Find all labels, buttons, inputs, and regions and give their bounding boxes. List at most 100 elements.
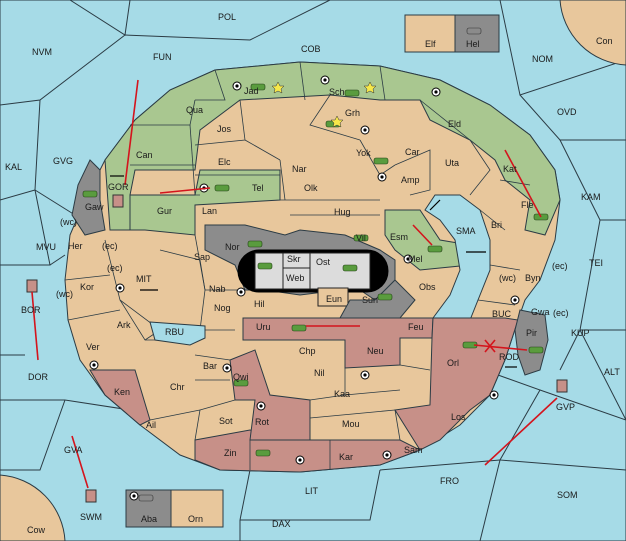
order-arrows bbox=[31, 79, 558, 489]
label-jad: Jad bbox=[244, 86, 259, 96]
army-unit-icon[interactable] bbox=[233, 379, 249, 387]
army-unit-icon[interactable] bbox=[247, 240, 263, 248]
label-uru: Uru bbox=[256, 322, 271, 332]
arrow-icon bbox=[124, 79, 139, 186]
label-can: Can bbox=[136, 150, 153, 160]
supply-center-icon bbox=[89, 360, 99, 370]
supply-center-icon bbox=[510, 295, 520, 305]
label-kam: KAM bbox=[581, 192, 601, 202]
label-chp: Chp bbox=[299, 346, 316, 356]
passage-arrows bbox=[110, 175, 517, 368]
region-orn[interactable] bbox=[170, 489, 224, 528]
label-elf: Elf bbox=[425, 39, 436, 49]
label-car: Car bbox=[405, 147, 420, 157]
label-rod: ROD bbox=[499, 352, 520, 362]
army-unit-icon[interactable] bbox=[344, 89, 360, 97]
label-eld: Eld bbox=[448, 119, 461, 129]
label-nor: Nor bbox=[225, 242, 240, 252]
label-gvp: GVP bbox=[556, 402, 575, 412]
label-ail: Ail bbox=[146, 420, 156, 430]
label-fle: Fle bbox=[521, 200, 534, 210]
label-gvg: GVG bbox=[53, 156, 73, 166]
army-unit-icon[interactable] bbox=[377, 293, 393, 301]
coast-label: (wc) bbox=[56, 289, 73, 299]
label-nab: Nab bbox=[209, 284, 226, 294]
red-territory-qwi-rot bbox=[229, 349, 311, 441]
label-amp: Amp bbox=[401, 175, 420, 185]
label-ken: Ken bbox=[114, 387, 130, 397]
army-unit-icon[interactable] bbox=[214, 184, 230, 192]
army-unit-icon[interactable] bbox=[528, 346, 544, 354]
label-buc: BUC bbox=[492, 309, 512, 319]
army-unit-icon[interactable] bbox=[250, 83, 266, 91]
label-cow: Cow bbox=[27, 525, 46, 535]
coast-label: (ec) bbox=[552, 261, 568, 271]
army-unit-icon[interactable] bbox=[353, 234, 369, 242]
label-obs: Obs bbox=[419, 282, 436, 292]
label-mou: Mou bbox=[342, 419, 360, 429]
label-lan: Lan bbox=[202, 206, 217, 216]
region-elf[interactable] bbox=[404, 14, 456, 53]
label-gur: Gur bbox=[157, 206, 172, 216]
army-unit-icon[interactable] bbox=[82, 190, 98, 198]
unit-box-gor[interactable] bbox=[112, 194, 124, 208]
arrow-icon bbox=[159, 187, 211, 194]
label-rbu: RBU bbox=[165, 327, 184, 337]
units bbox=[26, 27, 568, 503]
red-territory-southeast bbox=[394, 317, 519, 451]
unit-box-swm[interactable] bbox=[85, 489, 97, 503]
label-nvm: NVM bbox=[32, 47, 52, 57]
coast-label: (ec) bbox=[553, 308, 569, 318]
label-olk: Olk bbox=[304, 183, 318, 193]
army-unit-icon[interactable] bbox=[257, 262, 273, 270]
region-con[interactable] bbox=[559, 0, 626, 66]
label-kal: KAL bbox=[5, 162, 22, 172]
label-kar: Kar bbox=[339, 452, 353, 462]
label-vil: Vil bbox=[356, 233, 366, 243]
label-nar: Nar bbox=[292, 164, 307, 174]
label-mvu: MVU bbox=[36, 242, 56, 252]
label-kup: KUP bbox=[571, 328, 590, 338]
unit-box-gvp[interactable] bbox=[556, 379, 568, 393]
label-sma: SMA bbox=[456, 226, 476, 236]
region-hel[interactable] bbox=[454, 14, 500, 53]
region-cow[interactable] bbox=[0, 474, 66, 541]
label-hug: Hug bbox=[334, 207, 351, 217]
army-unit-icon[interactable] bbox=[373, 157, 389, 165]
coast-label: (wc) bbox=[499, 273, 516, 283]
unit-box-bor[interactable] bbox=[26, 279, 38, 293]
label-swm: SWM bbox=[80, 512, 102, 522]
arrow-icon bbox=[31, 291, 39, 361]
sea-inner-channel bbox=[424, 194, 491, 321]
label-nil: Nil bbox=[314, 368, 325, 378]
label-chr: Chr bbox=[170, 382, 185, 392]
label-zin: Zin bbox=[224, 448, 237, 458]
label-yok: Yok bbox=[356, 148, 371, 158]
build-stars bbox=[271, 81, 377, 128]
coast-labels: (wc) (ec) (ec) (wc) (wc) (ec) (ec) bbox=[56, 217, 569, 318]
fleet-unit-icon[interactable] bbox=[138, 494, 154, 502]
label-sam: Sam bbox=[404, 445, 423, 455]
supply-center-icon bbox=[236, 287, 246, 297]
label-los: Los bbox=[451, 412, 466, 422]
label-bri: Bri bbox=[491, 220, 502, 230]
army-unit-icon[interactable] bbox=[342, 264, 358, 272]
fleet-unit-icon[interactable] bbox=[466, 27, 482, 35]
label-ver: Ver bbox=[86, 342, 100, 352]
main-continent bbox=[64, 61, 561, 473]
coast-label: (ec) bbox=[107, 263, 123, 273]
label-byn: Byn bbox=[525, 273, 541, 283]
label-orl: Orl bbox=[447, 358, 459, 368]
label-alt: ALT bbox=[604, 367, 620, 377]
label-sun: Sun bbox=[362, 295, 378, 305]
army-unit-icon[interactable] bbox=[255, 449, 271, 457]
supply-center-icon bbox=[360, 370, 370, 380]
supply-center-icon bbox=[403, 254, 413, 264]
sea-labels: POL NVM FUN COB NOM Con OVD KAL GVG KAM … bbox=[5, 12, 620, 535]
double-arrow-icon bbox=[429, 199, 441, 211]
army-unit-icon[interactable] bbox=[427, 245, 443, 253]
arrow-icon bbox=[412, 224, 433, 246]
army-unit-icon[interactable] bbox=[291, 324, 307, 332]
